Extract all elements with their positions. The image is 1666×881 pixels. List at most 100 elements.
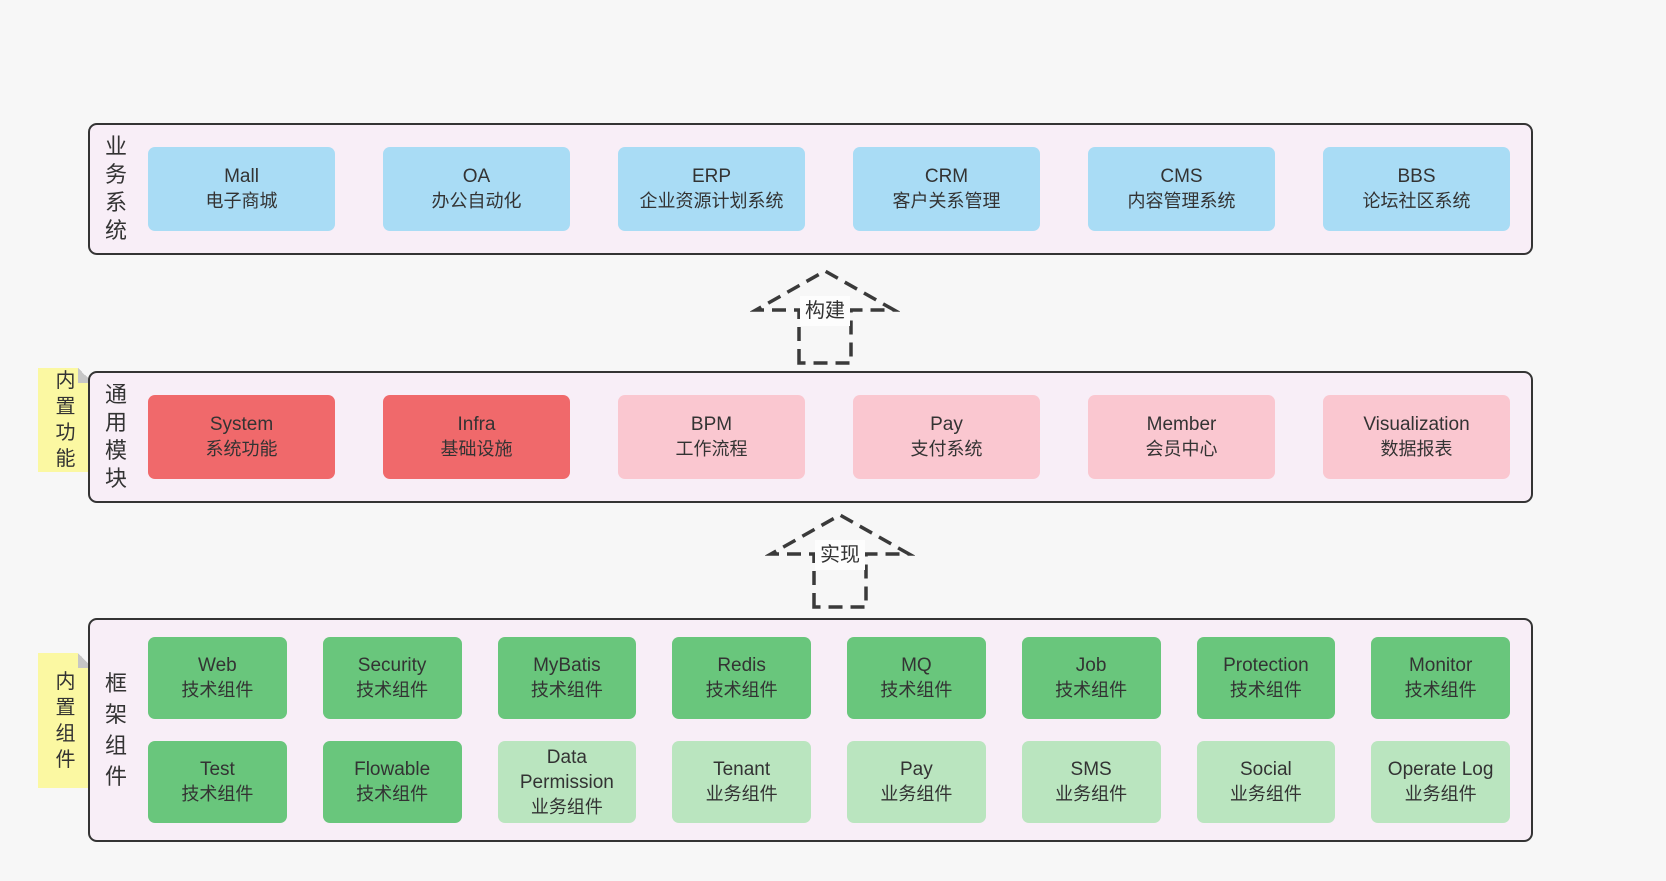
node-web: Web 技术组件 xyxy=(148,637,287,719)
sticky-built-in-features: 内置功能 xyxy=(38,368,93,472)
node-title: Security xyxy=(357,655,427,676)
node-crm: CRM 客户关系管理 xyxy=(853,147,1040,231)
node-subtitle: 技术组件 xyxy=(1055,680,1128,700)
node-data-permission: Data Permission 业务组件 xyxy=(497,741,637,823)
node-title: Pay xyxy=(930,414,963,435)
node-subtitle: 技术组件 xyxy=(181,680,254,700)
sticky-built-in-features-label: 内置功能 xyxy=(55,370,76,470)
node-subtitle: 业务组件 xyxy=(530,796,603,817)
node-social: Social 业务组件 xyxy=(1196,741,1336,823)
node-title: Protection xyxy=(1223,655,1309,676)
node-title: Monitor xyxy=(1408,655,1473,676)
band-label-common-modules: 通用模块 xyxy=(104,382,127,491)
node-title: Redis xyxy=(717,655,766,676)
node-subtitle: 技术组件 xyxy=(1229,680,1302,700)
node-title: Pay xyxy=(900,759,933,780)
band-business-systems: 业务系统 Mall 电子商城 OA 办公自动化 ERP 企业资源计划系统 CRM… xyxy=(88,123,1533,255)
node-oa: OA 办公自动化 xyxy=(383,147,570,231)
node-mq: MQ 技术组件 xyxy=(847,637,986,719)
node-subtitle: 技术组件 xyxy=(356,784,429,804)
node-title: Data Permission xyxy=(519,746,614,793)
node-title: OA xyxy=(462,166,491,187)
framework-components-rows: Web 技术组件 Security 技术组件 MyBatis 技术组件 Redi… xyxy=(129,620,1531,840)
band-label-framework-components: 框架组件 xyxy=(104,671,127,789)
implement-arrow: 实现 xyxy=(765,510,915,610)
node-subtitle: 业务组件 xyxy=(880,784,953,804)
node-subtitle: 基础设施 xyxy=(440,439,513,459)
node-security: Security 技术组件 xyxy=(322,637,462,719)
node-title: System xyxy=(209,414,274,435)
sticky-built-in-components: 内置组件 xyxy=(38,653,93,788)
band-label-business-systems: 业务系统 xyxy=(104,134,127,243)
node-pay-component: Pay 业务组件 xyxy=(847,741,986,823)
node-title: Member xyxy=(1146,414,1217,435)
framework-row-1: Web 技术组件 Security 技术组件 MyBatis 技术组件 Redi… xyxy=(148,637,1510,719)
node-mall: Mall 电子商城 xyxy=(148,147,335,231)
node-subtitle: 系统功能 xyxy=(205,439,278,459)
node-subtitle: 业务组件 xyxy=(1229,784,1302,804)
common-modules-boxes: System 系统功能 Infra 基础设施 BPM 工作流程 Pay 支付系统… xyxy=(129,373,1531,501)
node-subtitle: 会员中心 xyxy=(1145,439,1218,459)
node-visualization: Visualization 数据报表 xyxy=(1323,395,1510,479)
node-job: Job 技术组件 xyxy=(1021,637,1161,719)
node-title: Flowable xyxy=(354,759,431,780)
node-title: Mall xyxy=(224,166,259,187)
node-tenant: Tenant 业务组件 xyxy=(672,741,811,823)
node-subtitle: 数据报表 xyxy=(1380,439,1453,459)
node-member: Member 会员中心 xyxy=(1088,395,1275,479)
node-subtitle: 工作流程 xyxy=(675,439,748,459)
node-redis: Redis 技术组件 xyxy=(672,637,811,719)
node-subtitle: 技术组件 xyxy=(356,680,429,700)
node-title: Web xyxy=(198,655,237,676)
node-title: BBS xyxy=(1397,166,1436,187)
node-title: Test xyxy=(199,759,235,780)
node-subtitle: 客户关系管理 xyxy=(892,191,1001,211)
node-title: SMS xyxy=(1070,759,1112,780)
node-mybatis: MyBatis 技术组件 xyxy=(497,637,637,719)
node-system: System 系统功能 xyxy=(148,395,335,479)
node-subtitle: 技术组件 xyxy=(181,784,254,804)
build-arrow-label: 构建 xyxy=(800,296,850,326)
node-protection: Protection 技术组件 xyxy=(1196,637,1336,719)
band-framework-components: 框架组件 Web 技术组件 Security 技术组件 MyBatis 技术组件… xyxy=(88,618,1533,842)
node-flowable: Flowable 技术组件 xyxy=(322,741,462,823)
business-systems-boxes: Mall 电子商城 OA 办公自动化 ERP 企业资源计划系统 CRM 客户关系… xyxy=(129,125,1531,253)
node-infra: Infra 基础设施 xyxy=(383,395,570,479)
node-title: Job xyxy=(1075,655,1107,676)
node-cms: CMS 内容管理系统 xyxy=(1088,147,1275,231)
node-monitor: Monitor 技术组件 xyxy=(1371,637,1510,719)
node-title: ERP xyxy=(691,166,732,187)
node-erp: ERP 企业资源计划系统 xyxy=(618,147,805,231)
node-title: MyBatis xyxy=(533,655,601,676)
sticky-built-in-components-label: 内置组件 xyxy=(55,670,76,771)
node-subtitle: 业务组件 xyxy=(705,784,778,804)
node-pay-module: Pay 支付系统 xyxy=(853,395,1040,479)
node-subtitle: 技术组件 xyxy=(705,680,778,700)
node-subtitle: 办公自动化 xyxy=(431,191,522,211)
node-subtitle: 内容管理系统 xyxy=(1127,191,1236,211)
node-subtitle: 技术组件 xyxy=(530,680,603,700)
build-arrow: 构建 xyxy=(750,266,900,366)
node-title: MQ xyxy=(901,655,932,676)
node-operate-log: Operate Log 业务组件 xyxy=(1371,741,1510,823)
node-title: Tenant xyxy=(713,759,771,780)
node-subtitle: 论坛社区系统 xyxy=(1362,191,1471,211)
node-subtitle: 业务组件 xyxy=(1055,784,1128,804)
node-title: Operate Log xyxy=(1387,759,1494,780)
node-title: CMS xyxy=(1160,166,1203,187)
node-title: Visualization xyxy=(1363,414,1470,435)
framework-row-2: Test 技术组件 Flowable 技术组件 Data Permission … xyxy=(148,741,1510,823)
up-block-arrow-icon xyxy=(765,512,915,609)
node-title: BPM xyxy=(690,414,733,435)
node-subtitle: 业务组件 xyxy=(1404,784,1477,804)
node-subtitle: 支付系统 xyxy=(910,439,983,459)
node-title: Social xyxy=(1240,759,1292,780)
band-common-modules: 通用模块 System 系统功能 Infra 基础设施 BPM 工作流程 Pay… xyxy=(88,371,1533,503)
node-bbs: BBS 论坛社区系统 xyxy=(1323,147,1510,231)
implement-arrow-label: 实现 xyxy=(815,540,865,570)
node-subtitle: 企业资源计划系统 xyxy=(639,191,784,211)
node-subtitle: 技术组件 xyxy=(1404,680,1477,700)
node-subtitle: 电子商城 xyxy=(205,191,278,211)
node-test: Test 技术组件 xyxy=(148,741,287,823)
